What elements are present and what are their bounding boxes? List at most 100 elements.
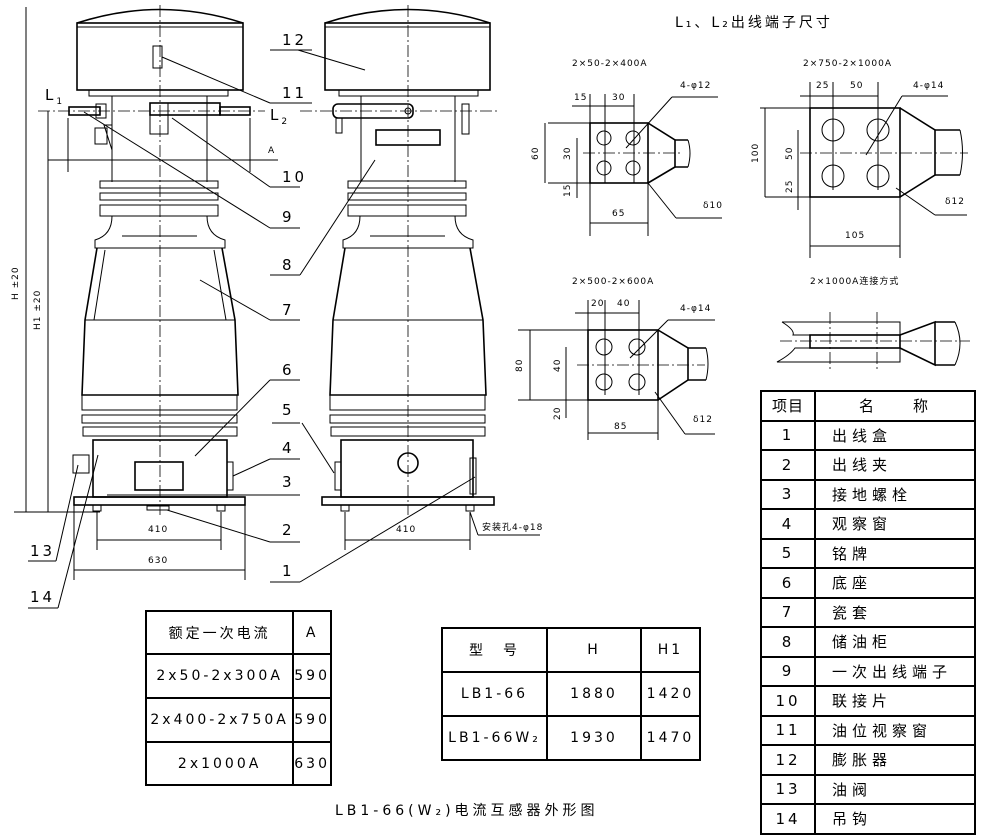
cell: 13 bbox=[760, 773, 816, 805]
dim: 80 bbox=[515, 359, 525, 372]
callout-8: 8 bbox=[282, 256, 295, 274]
thickness: δ10 bbox=[703, 201, 723, 211]
cell: 590 bbox=[292, 697, 332, 743]
hole-spec: 4-φ14 bbox=[680, 304, 711, 314]
cell: 1420 bbox=[640, 671, 701, 717]
cell: 接地螺栓 bbox=[814, 478, 976, 510]
callout-5: 5 bbox=[282, 401, 295, 419]
dim: 25 bbox=[785, 180, 795, 193]
dim-front-630: 630 bbox=[148, 556, 168, 566]
cell: 出线夹 bbox=[814, 449, 976, 481]
dim: 30 bbox=[612, 93, 625, 103]
dim: 20 bbox=[591, 299, 604, 309]
terminal-details-title: L₁、L₂出线端子尺寸 bbox=[675, 15, 833, 31]
cell: 储油柜 bbox=[814, 626, 976, 658]
cell: 3 bbox=[760, 478, 816, 510]
cell: 6 bbox=[760, 567, 816, 599]
callout-9: 9 bbox=[282, 208, 295, 226]
label-L2: L2 bbox=[270, 106, 290, 127]
cell: 14 bbox=[760, 803, 816, 835]
cell: 观察窗 bbox=[814, 508, 976, 540]
callout-10: 10 bbox=[282, 168, 307, 186]
model-header-type: 型 号 bbox=[441, 627, 548, 673]
callout-1: 1 bbox=[282, 562, 295, 580]
dim: 50 bbox=[785, 147, 795, 160]
oil-level-window bbox=[152, 45, 163, 69]
cell: 2x50-2x300A bbox=[144, 653, 295, 699]
cell: 9 bbox=[760, 655, 816, 687]
cell: 2x400-2x750A bbox=[144, 697, 295, 743]
dim-H1: H1 ±20 bbox=[33, 290, 43, 330]
side-view: 410 安装孔4-φ18 bbox=[300, 5, 542, 550]
cell: LB1-66W₂ bbox=[441, 715, 548, 761]
rating-header-current: 额定一次电流 bbox=[144, 610, 295, 655]
parts-header-name: 名 称 bbox=[814, 390, 976, 422]
hole-spec: 4-φ14 bbox=[913, 81, 944, 91]
outlet-box bbox=[469, 457, 477, 495]
dim: 15 bbox=[574, 93, 587, 103]
model-header-h: H bbox=[546, 627, 642, 673]
cell: 油位视察窗 bbox=[814, 714, 976, 746]
hole-spec: 4-φ12 bbox=[680, 81, 711, 91]
terminal-L1 bbox=[68, 106, 101, 116]
cell: 5 bbox=[760, 537, 816, 569]
cell: 12 bbox=[760, 744, 816, 776]
cell: 一次出线端子 bbox=[814, 655, 976, 687]
detail-d-label: 2×1000A连接方式 bbox=[810, 275, 899, 287]
cell: 630 bbox=[292, 741, 332, 786]
cell: 瓷套 bbox=[814, 596, 976, 628]
cell: 油阀 bbox=[814, 773, 976, 805]
dim: 100 bbox=[751, 143, 761, 163]
dim: 65 bbox=[612, 209, 625, 219]
dim: 40 bbox=[617, 299, 630, 309]
detail-b-label: 2×750-2×1000A bbox=[803, 59, 892, 69]
cell: 11 bbox=[760, 714, 816, 746]
callout-12: 12 bbox=[282, 31, 307, 49]
cell: 7 bbox=[760, 596, 816, 628]
cell: 10 bbox=[760, 685, 816, 717]
cell: 2x1000A bbox=[144, 741, 295, 786]
callout-2: 2 bbox=[282, 521, 295, 539]
dim: 105 bbox=[845, 231, 865, 241]
callout-13: 13 bbox=[30, 542, 55, 560]
cell: LB1-66 bbox=[441, 671, 548, 717]
cell: 联接片 bbox=[814, 685, 976, 717]
dim-H: H ±20 bbox=[11, 266, 21, 300]
callout-11: 11 bbox=[282, 84, 307, 102]
dim-A: A bbox=[268, 146, 275, 156]
callout-14: 14 bbox=[30, 588, 55, 606]
observation-window bbox=[134, 461, 184, 491]
cell: 吊钩 bbox=[814, 803, 976, 835]
cell: 膨胀器 bbox=[814, 744, 976, 776]
connecting-plate bbox=[149, 102, 169, 135]
cell: 590 bbox=[292, 653, 332, 699]
cell: 出线盒 bbox=[814, 419, 976, 451]
callout-7: 7 bbox=[282, 301, 295, 319]
callout-6: 6 bbox=[282, 361, 295, 379]
cell: 2 bbox=[760, 449, 816, 481]
dim: 60 bbox=[531, 147, 541, 160]
detail-c-label: 2×500-2×600A bbox=[572, 277, 654, 287]
label-L1: L1 bbox=[45, 86, 65, 107]
oil-valve bbox=[72, 454, 90, 474]
detail-c: 2×500-2×600A 20 40 4-φ14 80 40 20 85 δ12 bbox=[515, 277, 715, 440]
detail-a: 2×50-2×400A 15 30 4-φ12 60 30 15 65 δ10 bbox=[531, 59, 723, 236]
thickness: δ12 bbox=[945, 197, 965, 207]
terminal-L2 bbox=[219, 106, 251, 116]
detail-d: 2×1000A连接方式 bbox=[776, 275, 970, 372]
callout-3: 3 bbox=[282, 473, 295, 491]
